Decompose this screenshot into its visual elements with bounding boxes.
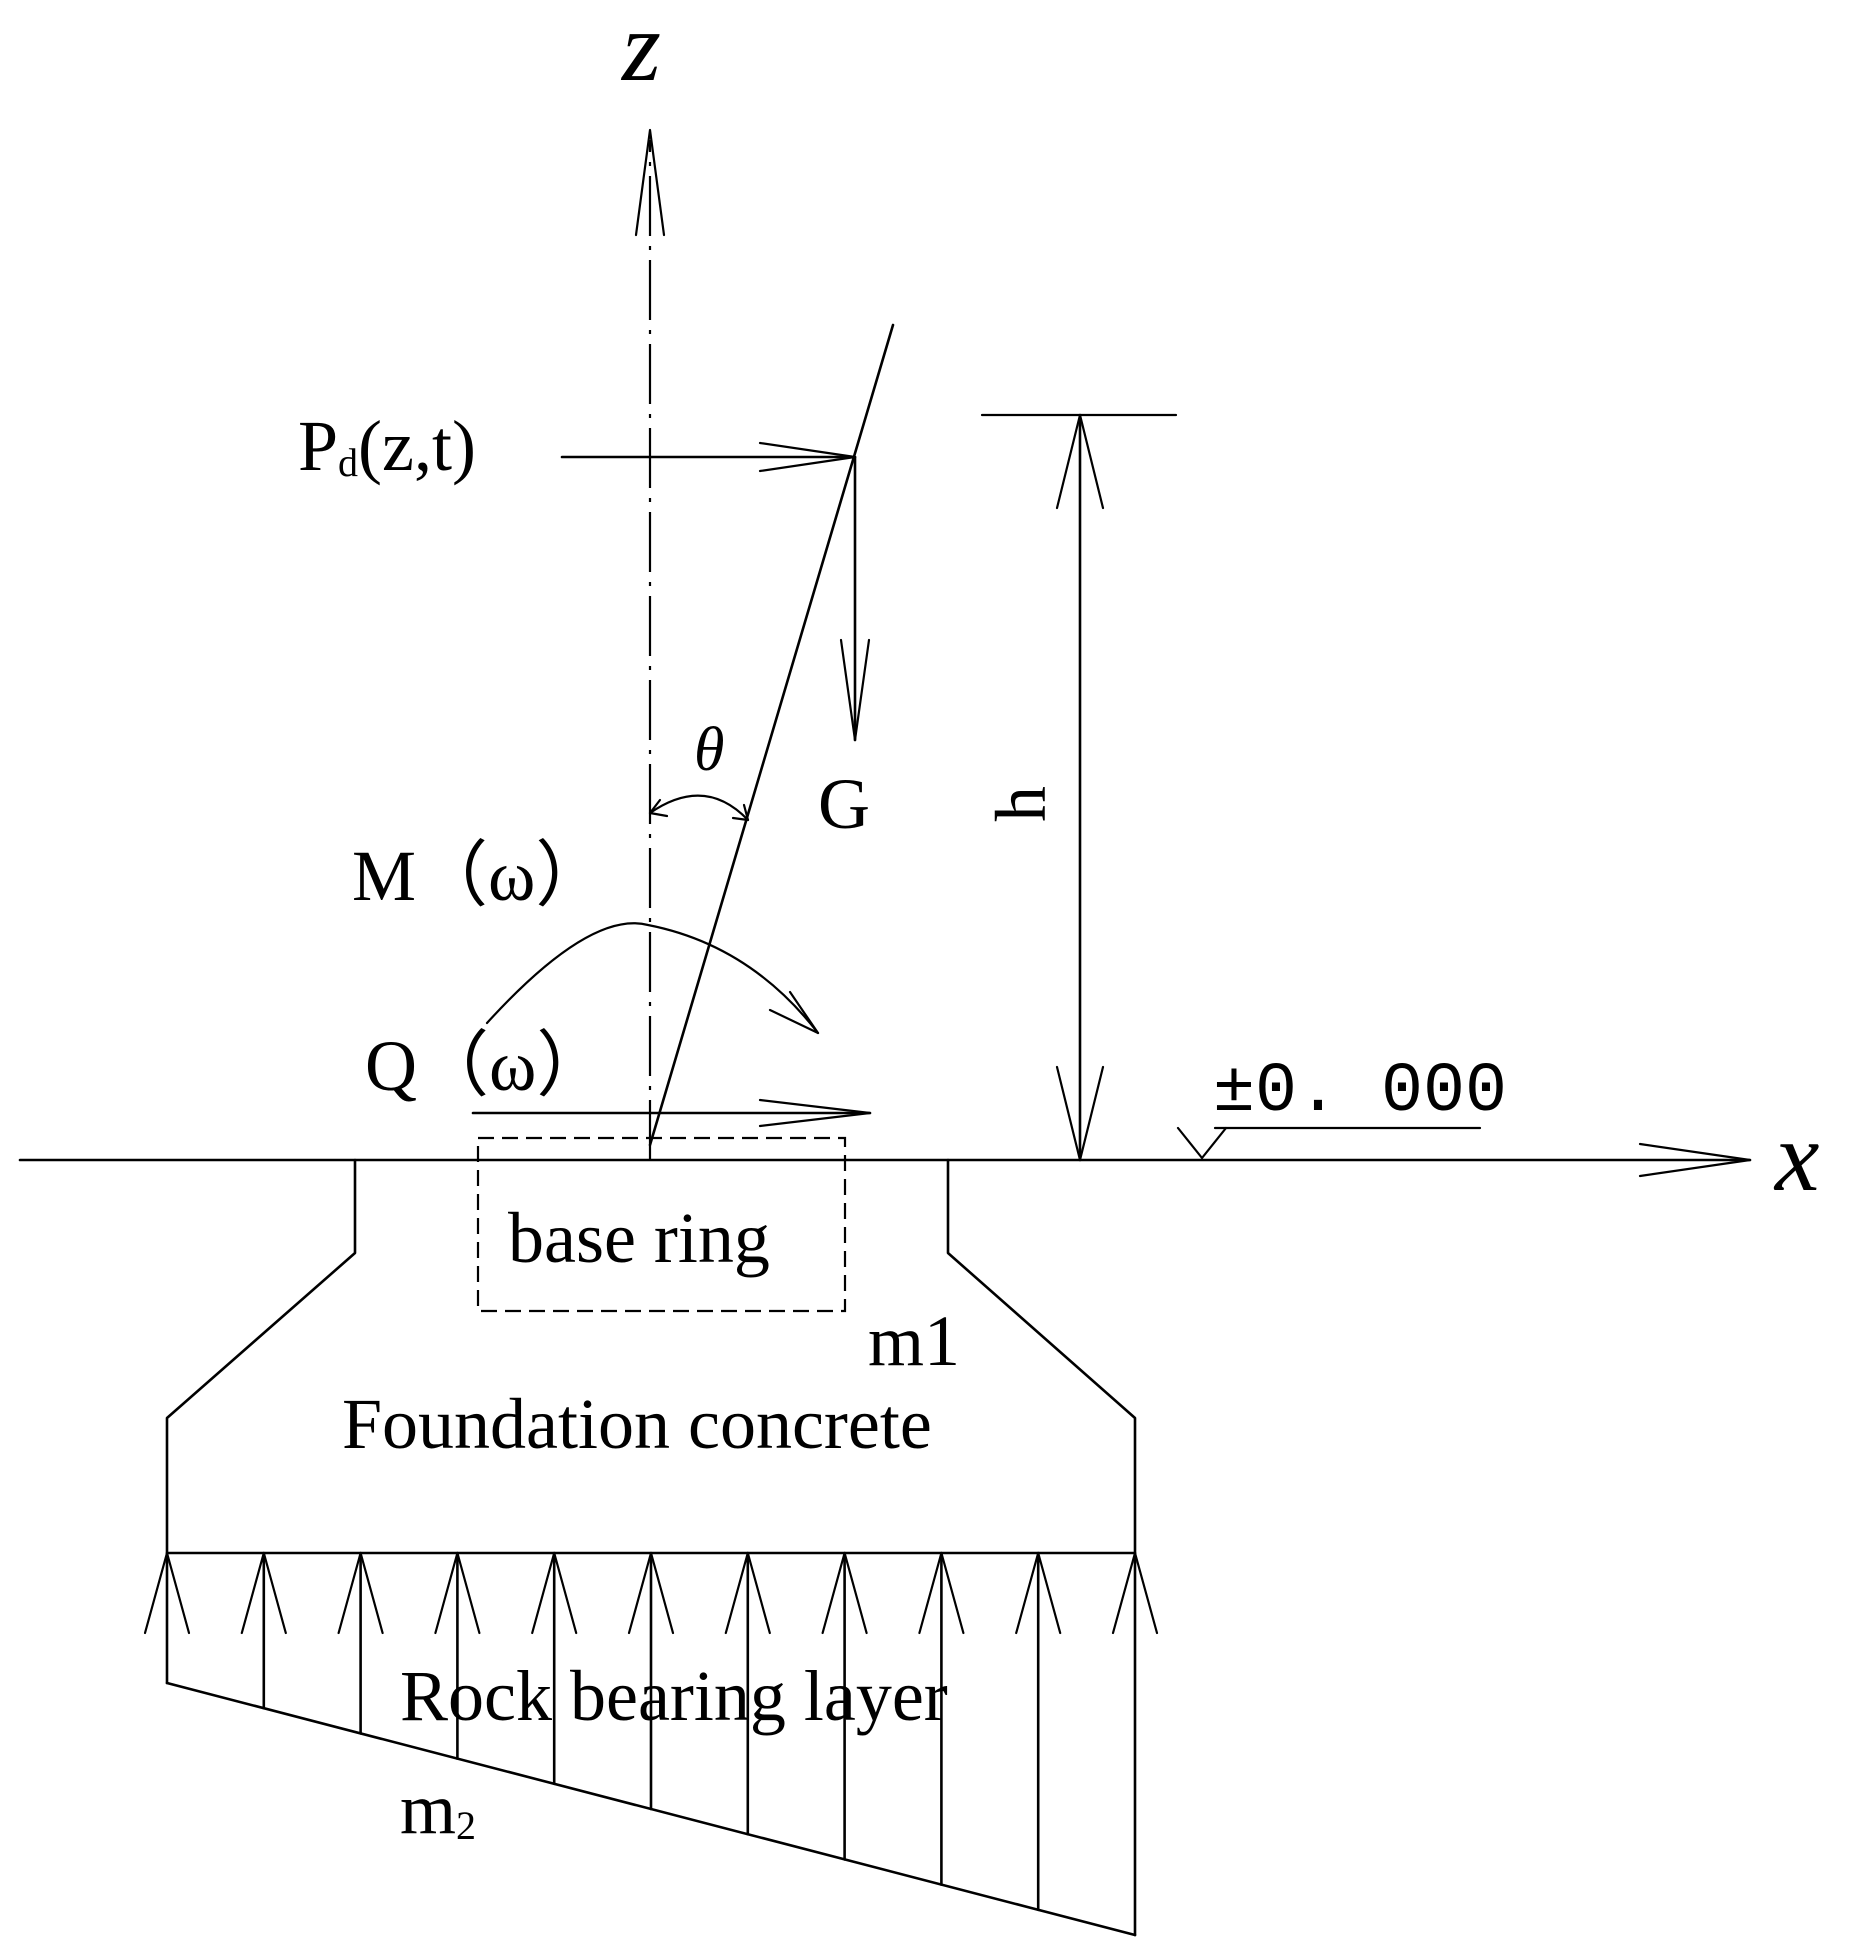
- tilted-tower-line: [648, 323, 895, 1147]
- base-ring-label: base ring: [508, 1198, 770, 1278]
- z-axis-arrowhead: [634, 128, 666, 237]
- reaction-arrowhead: [1015, 1551, 1062, 1635]
- reaction-arrowhead: [337, 1551, 384, 1635]
- reaction-arrowhead: [1111, 1551, 1159, 1635]
- shear-arrow: [471, 1098, 872, 1128]
- base-ring-box: [476, 1136, 847, 1313]
- shear-label: Q（ω）: [365, 1026, 608, 1106]
- reaction-arrowhead: [821, 1551, 868, 1635]
- reaction-arrowhead: [531, 1551, 578, 1635]
- rock-layer-label: Rock bearing layer: [400, 1656, 948, 1736]
- tilt-angle-arc: [648, 794, 750, 822]
- z-axis-label: z: [620, 0, 661, 102]
- reaction-arrowhead: [627, 1551, 675, 1635]
- reaction-arrowhead: [240, 1551, 287, 1635]
- x-axis-arrowhead: [1638, 1142, 1752, 1178]
- tilt-angle-label: θ: [694, 716, 724, 784]
- reaction-arrowhead: [918, 1551, 965, 1635]
- reaction-envelope-line: [165, 1681, 1137, 1937]
- height-dimension: [980, 413, 1178, 1162]
- gravity-label: G: [818, 764, 870, 844]
- x-axis: [18, 1142, 1752, 1178]
- gravity-arrow: [839, 455, 871, 742]
- z-axis: [634, 128, 666, 1160]
- reaction-arrowhead: [434, 1551, 481, 1635]
- moment-label: M（ω）: [352, 836, 607, 916]
- height-label: h: [981, 786, 1061, 822]
- wind-load-label: Pd(z,t): [298, 406, 476, 486]
- foundation-mass-label: m1: [868, 1301, 960, 1381]
- reaction-arrowhead: [143, 1551, 191, 1635]
- moment-arrow: [485, 922, 820, 1035]
- wind-load-arrow: [560, 441, 857, 473]
- reaction-arrows: [143, 1551, 1159, 1937]
- x-axis-label: x: [1773, 1101, 1819, 1212]
- foundation-label: Foundation concrete: [342, 1384, 932, 1464]
- reaction-arrowhead: [724, 1551, 771, 1635]
- elevation-label: ±0. 000: [1213, 1053, 1507, 1132]
- elevation-marker: [1176, 1126, 1482, 1160]
- rock-mass-label: m2: [400, 1769, 476, 1849]
